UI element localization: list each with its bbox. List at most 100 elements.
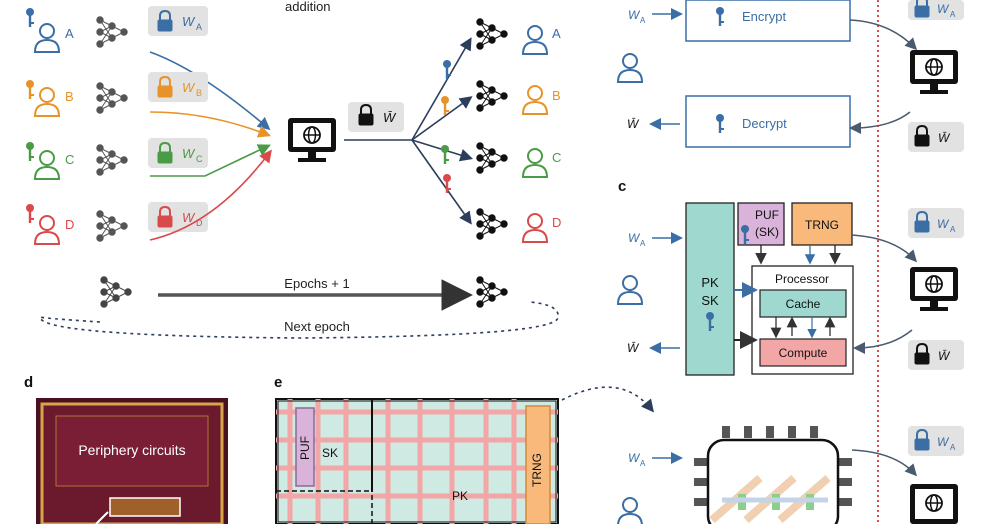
input-weight-subscript: A (640, 239, 646, 248)
trng-region-label: TRNG (530, 453, 544, 487)
client-letter: D (552, 215, 561, 230)
client-letter: C (65, 152, 74, 167)
weight-symbol: W (182, 146, 196, 161)
periphery-circuits-label: Periphery circuits (78, 442, 185, 458)
cache-block (759, 289, 847, 318)
user-icon (522, 213, 548, 243)
client-c: C W C (26, 138, 271, 180)
server-monitor-icon (909, 266, 959, 312)
wiring-grid (276, 399, 558, 524)
puf-region-label: PUF (298, 436, 312, 460)
key-icon (441, 145, 449, 164)
encrypt-box (685, 0, 851, 42)
panel-e-letter: e (274, 374, 282, 391)
puf-label: PUF (755, 208, 779, 222)
layout-floorplan (275, 398, 559, 524)
weight-symbol: W (182, 14, 196, 29)
neural-network-icon (476, 276, 508, 308)
user-icon (522, 25, 548, 55)
stored-weight-symbol: W (937, 217, 950, 231)
neural-network-icon (476, 142, 508, 174)
key-icon (26, 204, 34, 223)
packaged-chip (694, 426, 852, 524)
client-d: D W D (26, 149, 272, 245)
addition-label: addition (285, 0, 331, 14)
input-weight-subscript: A (640, 459, 646, 468)
user-icon (617, 497, 643, 524)
stored-weight-symbol: W (937, 435, 950, 449)
panel-d-letter: d (24, 374, 33, 391)
server-monitor-icon (910, 484, 958, 524)
user-icon (522, 85, 548, 115)
trng-label: TRNG (805, 218, 839, 232)
key-icon (26, 80, 34, 99)
user-icon (617, 275, 643, 305)
user-icon (617, 53, 643, 83)
user-icon (34, 215, 60, 245)
encrypt-label: Encrypt (742, 9, 786, 24)
highlighted-region (109, 497, 181, 517)
user-icon (34, 23, 60, 53)
client-letter: A (65, 26, 74, 41)
output-weight-symbol: W̄ (627, 117, 640, 131)
input-weight-symbol: W (628, 231, 641, 245)
pk-region-label: PK (452, 489, 468, 503)
compute-label: Compute (779, 346, 828, 360)
weight-subscript: B (196, 88, 202, 98)
key-icon (441, 96, 449, 115)
decrypt-box (685, 95, 851, 148)
neural-network-icon (96, 82, 128, 114)
trng-block (791, 202, 853, 246)
server-monitor-icon (287, 117, 337, 163)
user-icon (34, 87, 60, 117)
client-b: B W B (26, 72, 271, 138)
puf-sk-label: (SK) (755, 225, 779, 239)
output-weight-symbol: W̄ (627, 341, 640, 355)
epochs-label: Epochs + 1 (284, 276, 349, 291)
aggregate-tag (348, 102, 404, 132)
stored-weight-symbol: W (937, 2, 950, 16)
weight-symbol: W (182, 80, 196, 95)
puf-region (295, 407, 315, 487)
user-icon (34, 150, 60, 180)
aggregate-weight-symbol: W̄ (938, 349, 951, 363)
cache-label: Cache (786, 297, 821, 311)
stored-weight-subscript: A (950, 443, 956, 452)
weight-symbol: W (182, 210, 196, 225)
client-letter: B (65, 89, 74, 104)
input-weight-symbol: W (628, 451, 641, 465)
stored-weight-subscript: A (950, 225, 956, 234)
weight-subscript: A (196, 22, 202, 32)
client-letter: A (552, 26, 561, 41)
key-icon (443, 174, 451, 193)
neural-network-icon (100, 276, 132, 308)
processor-label: Processor (775, 272, 829, 286)
sk-region-label: SK (322, 446, 338, 460)
neural-network-icon (476, 80, 508, 112)
client-a: A W A (26, 6, 271, 131)
aggregate-weight-symbol: W̄ (938, 131, 951, 145)
input-weight-symbol: W (628, 8, 641, 22)
pk-label: PK (701, 275, 719, 290)
neural-network-icon (96, 210, 128, 242)
neural-network-icon (96, 144, 128, 176)
client-letter: C (552, 150, 561, 165)
compute-block (759, 338, 847, 367)
key-icon (26, 8, 34, 27)
panel-c-letter: c (618, 178, 626, 195)
decrypt-label: Decrypt (742, 116, 787, 131)
server-monitor-icon (909, 49, 959, 95)
neural-network-icon (476, 208, 508, 240)
client-letter: D (65, 217, 74, 232)
user-icon (522, 148, 548, 178)
neural-network-icon (476, 18, 508, 50)
stored-weight-subscript: A (950, 10, 956, 19)
aggregate-weight-symbol: W̄ (383, 110, 397, 125)
client-letter: B (552, 88, 561, 103)
sk-label: SK (701, 293, 719, 308)
next-epoch-label: Next epoch (284, 319, 350, 334)
key-icon (26, 142, 34, 161)
trng-region (525, 405, 551, 524)
